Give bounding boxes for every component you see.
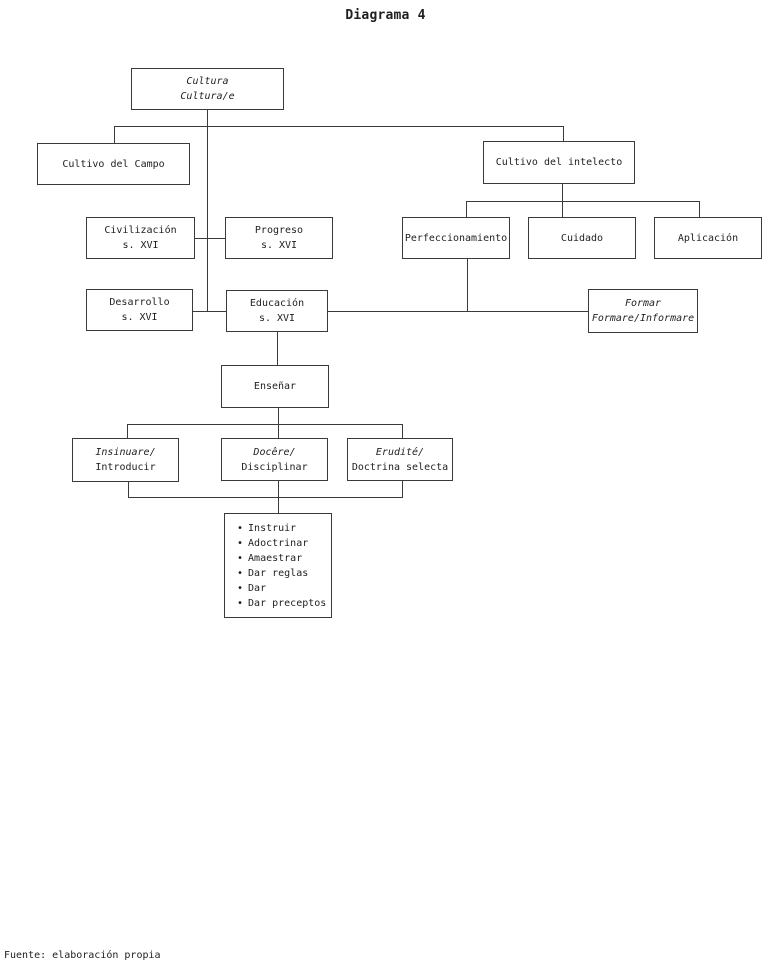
node-ensenar: Enseñar bbox=[221, 365, 329, 408]
node-formar-line2: Formare/Informare bbox=[591, 313, 695, 324]
connector-line bbox=[562, 184, 563, 217]
node-cuidado: Cuidado bbox=[528, 217, 636, 259]
connector-line bbox=[114, 126, 115, 143]
bullet-icon: • bbox=[237, 568, 244, 579]
list-item: • Dar reglas bbox=[237, 566, 327, 581]
source-note: Fuente: elaboración propia bbox=[4, 950, 161, 961]
list-item: • Dar preceptos bbox=[237, 596, 327, 611]
node-desarrollo: Desarrollo s. XVI bbox=[86, 289, 193, 331]
list-item-label: Amaestrar bbox=[248, 553, 303, 564]
bullet-icon: • bbox=[237, 583, 244, 594]
node-cultivo-del-intelecto: Cultivo del intelecto bbox=[483, 141, 635, 184]
node-aplicacion: Aplicación bbox=[654, 217, 762, 259]
node-cultura-line1: Cultura bbox=[186, 76, 229, 87]
node-cuidado-label: Cuidado bbox=[560, 232, 604, 244]
node-progreso-line2: s. XVI bbox=[260, 240, 298, 251]
bullet-icon: • bbox=[237, 538, 244, 549]
node-cultura: Cultura Cultura/e bbox=[131, 68, 284, 110]
node-insinuare-line2: Introducir bbox=[95, 462, 156, 473]
node-educacion-line1: Educación bbox=[249, 298, 305, 309]
connector-line bbox=[128, 482, 129, 497]
connector-line bbox=[699, 201, 700, 217]
node-desarrollo-line2: s. XVI bbox=[121, 312, 158, 323]
node-progreso-line1: Progreso bbox=[254, 225, 304, 236]
list-item-label: Dar reglas bbox=[248, 568, 309, 579]
node-formar: Formar Formare/Informare bbox=[588, 289, 698, 333]
list-item-label: Dar bbox=[248, 583, 267, 594]
node-aplicacion-label: Aplicación bbox=[677, 232, 739, 244]
node-ensenar-label: Enseñar bbox=[253, 381, 297, 392]
connector-line bbox=[278, 408, 279, 438]
node-desarrollo-line1: Desarrollo bbox=[109, 297, 170, 308]
node-erudite-line2: Doctrina selecta bbox=[351, 461, 449, 473]
connector-line bbox=[195, 238, 225, 239]
connector-line bbox=[128, 497, 403, 498]
node-erudite: Erudité/ Doctrina selecta bbox=[347, 438, 453, 481]
list-item: • Adoctrinar bbox=[237, 536, 327, 551]
node-perfeccionamiento: Perfeccionamiento bbox=[402, 217, 510, 259]
connector-line bbox=[466, 201, 467, 217]
connector-line bbox=[402, 424, 403, 438]
connector-line bbox=[466, 201, 700, 202]
node-educacion-line2: s. XVI bbox=[258, 313, 296, 324]
connector-line bbox=[127, 424, 403, 425]
node-cultivo-del-intelecto-label: Cultivo del intelecto bbox=[495, 157, 623, 168]
list-item-label: Dar preceptos bbox=[248, 598, 327, 609]
connector-line bbox=[467, 259, 468, 312]
connector-line bbox=[207, 110, 208, 312]
node-cultivo-del-campo: Cultivo del Campo bbox=[37, 143, 190, 185]
bullet-icon: • bbox=[237, 523, 244, 534]
connector-line bbox=[193, 311, 226, 312]
connector-line bbox=[402, 481, 403, 497]
connector-line bbox=[114, 126, 564, 127]
node-sinonimos-list: • Instruir • Adoctrinar • Amaestrar • Da… bbox=[224, 513, 332, 618]
node-docere-line2: Disciplinar bbox=[241, 461, 308, 473]
connector-line bbox=[127, 424, 128, 438]
list-item: • Amaestrar bbox=[237, 551, 327, 566]
node-cultura-line2: Cultura/e bbox=[180, 91, 235, 102]
node-insinuare-line1: Insinuare/ bbox=[95, 447, 156, 458]
list-item-label: Adoctrinar bbox=[248, 538, 309, 549]
node-civilizacion-line2: s. XVI bbox=[122, 240, 159, 251]
connector-line bbox=[563, 126, 564, 141]
node-perfeccionamiento-label: Perfeccionamiento bbox=[404, 232, 508, 244]
node-insinuare: Insinuare/ Introducir bbox=[72, 438, 179, 482]
bullet-icon: • bbox=[237, 553, 244, 564]
node-erudite-line1: Erudité/ bbox=[375, 446, 425, 458]
node-civilizacion-line1: Civilización bbox=[104, 225, 177, 236]
node-docere-line1: Docêre/ bbox=[253, 446, 296, 458]
node-cultivo-del-campo-label: Cultivo del Campo bbox=[62, 158, 165, 170]
node-formar-line1: Formar bbox=[624, 298, 662, 309]
node-docere: Docêre/ Disciplinar bbox=[221, 438, 328, 481]
node-civilizacion: Civilización s. XVI bbox=[86, 217, 195, 259]
connector-line bbox=[277, 332, 278, 365]
list-item: • Instruir bbox=[237, 521, 327, 536]
bullet-icon: • bbox=[237, 598, 244, 609]
node-educacion: Educación s. XVI bbox=[226, 290, 328, 332]
node-progreso: Progreso s. XVI bbox=[225, 217, 333, 259]
connector-line bbox=[328, 311, 588, 312]
diagram-title: Diagrama 4 bbox=[345, 8, 426, 23]
list-item: • Dar bbox=[237, 581, 327, 596]
list-item-label: Instruir bbox=[248, 523, 297, 534]
